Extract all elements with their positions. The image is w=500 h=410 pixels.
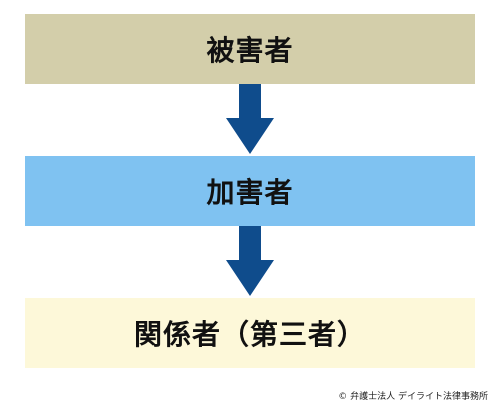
related-party-label: 関係者（第三者） [133, 318, 366, 351]
victim-label: 被害者 [206, 34, 294, 67]
down-arrow-icon [226, 84, 274, 154]
down-arrow-icon [226, 226, 274, 296]
victim-box: 被害者 [25, 14, 475, 84]
down-arrow-shape [226, 84, 274, 154]
down-arrow-shape [226, 226, 274, 296]
assailant-box: 加害者 [25, 156, 475, 226]
assailant-label: 加害者 [206, 176, 294, 209]
copyright-notice: © 弁護士法人 デイライト法律事務所 [338, 392, 488, 402]
related-party-box: 関係者（第三者） [25, 298, 475, 368]
